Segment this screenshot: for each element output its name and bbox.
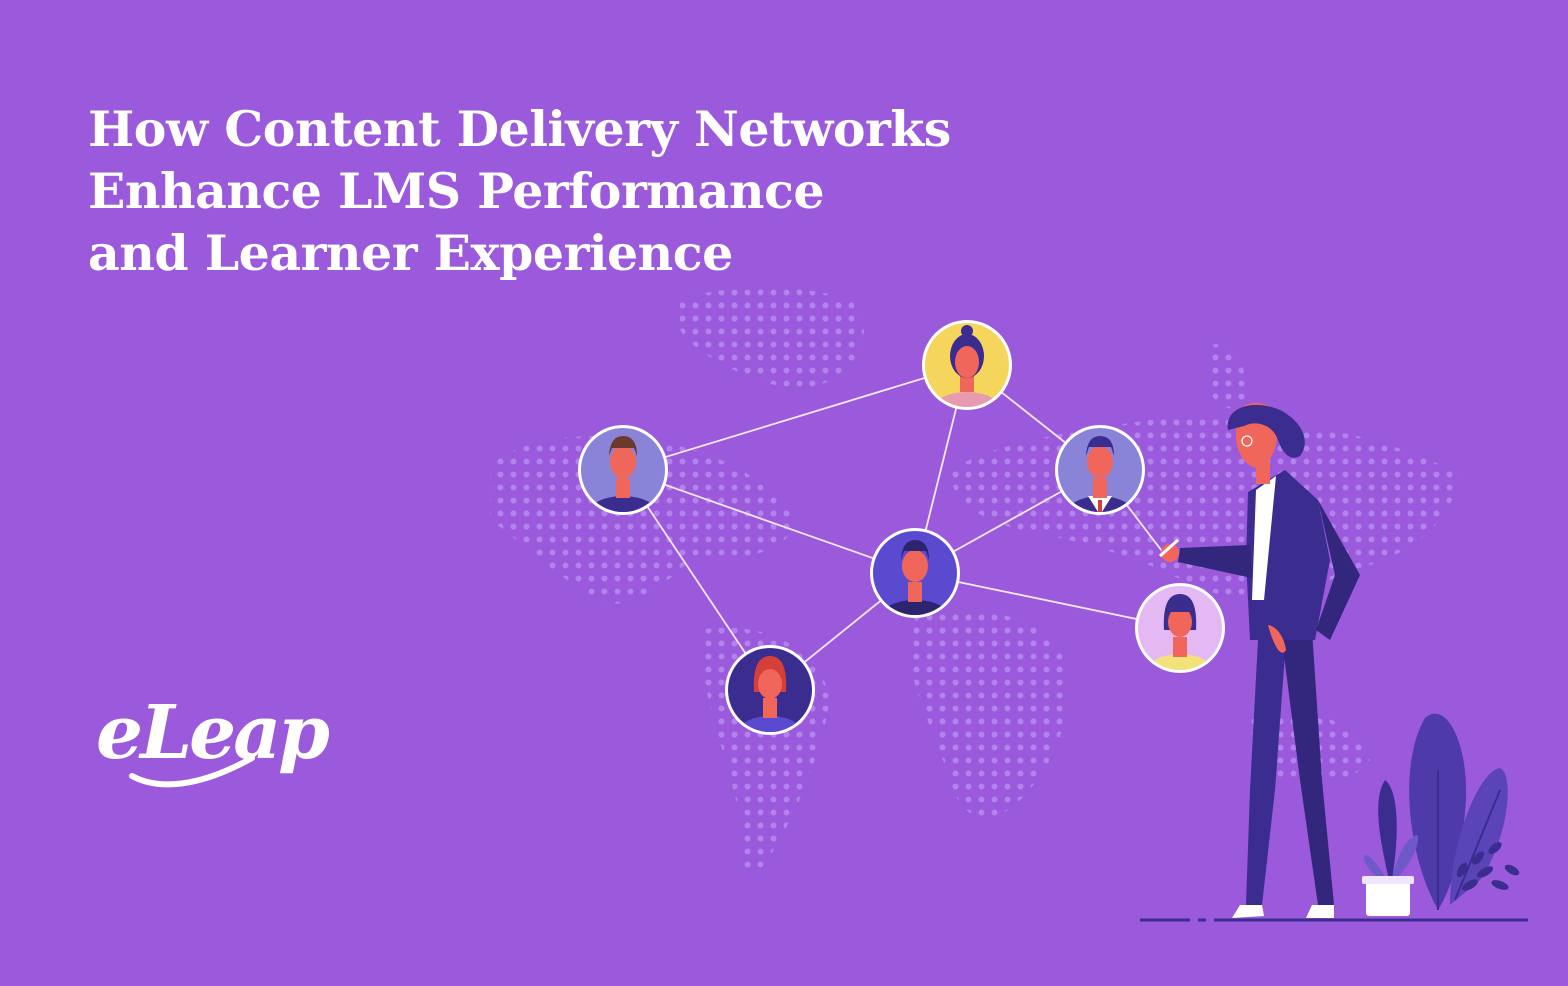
presenter-illustration xyxy=(1159,402,1360,918)
eleap-logo: eLeap xyxy=(96,690,330,776)
title-line-1: How Content Delivery Networks xyxy=(88,100,951,158)
avatar-woman-bottom xyxy=(725,645,815,735)
logo-swash-icon xyxy=(129,755,255,788)
avatar-man-suit xyxy=(1055,425,1145,515)
title-line-2: Enhance LMS Performance xyxy=(88,162,825,220)
page-title: How Content Delivery Networks Enhance LM… xyxy=(88,98,988,284)
plant-illustration xyxy=(1362,713,1520,916)
title-line-3: and Learner Experience xyxy=(88,224,733,282)
avatar-woman-right xyxy=(1135,583,1225,673)
avatar-man-left xyxy=(578,425,668,515)
avatar-woman-top xyxy=(922,320,1012,410)
avatar-man-center xyxy=(870,528,960,618)
